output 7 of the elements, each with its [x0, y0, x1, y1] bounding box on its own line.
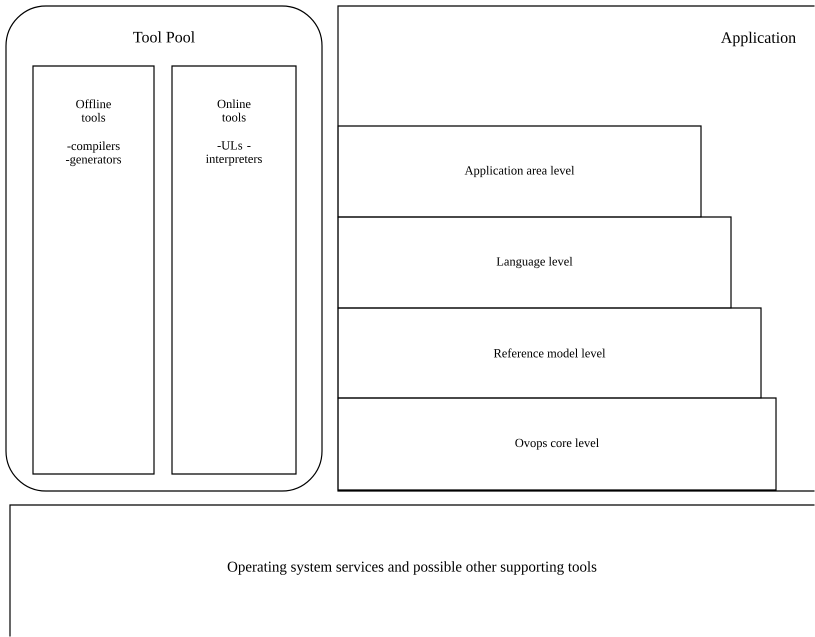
- level-box: Reference model level: [337, 307, 762, 399]
- level-box: Language level: [337, 216, 732, 309]
- level-box: Ovops core level: [337, 397, 777, 491]
- tool-column: Offline tools -compilers -generators: [32, 65, 155, 475]
- layer-box: Operating system services and possible other supporting tools: [9, 504, 814, 636]
- tool-column: Online tools -ULs -interpreters: [171, 65, 297, 475]
- level-box: Application area level: [337, 125, 702, 218]
